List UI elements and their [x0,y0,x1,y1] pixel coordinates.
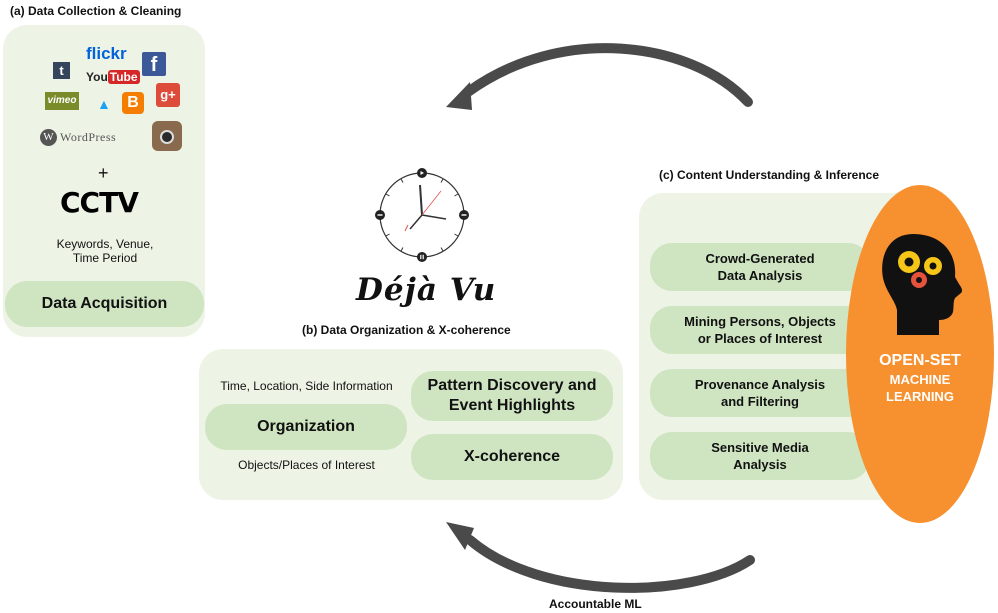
item3-line1: Provenance Analysis [694,377,826,392]
crowd-generated-button[interactable]: Crowd-Generated Data Analysis [650,243,870,291]
tumblr-logo: t [53,62,70,79]
openset-line3: LEARNING [886,389,954,404]
pattern-line2: Event Highlights [448,397,576,414]
openset-line2: MACHINE [889,372,951,387]
clock-icon [375,168,469,262]
item3-line2: and Filtering [721,394,799,409]
sensitive-media-button[interactable]: Sensitive Media Analysis [650,432,870,480]
item1-line2: Data Analysis [717,268,803,283]
panel-c-caption: (c) Content Understanding & Inference [659,168,880,182]
pattern-line1: Pattern Discovery and [427,377,597,394]
plus-sign: + [98,163,109,183]
mining-persons-button[interactable]: Mining Persons, Objects or Places of Int… [650,306,870,354]
cctv-logo: CCTV [60,186,139,219]
googleplus-logo: g+ [156,83,180,107]
keywords-line2: Time Period [72,251,138,265]
x-coherence-button[interactable]: X-coherence [411,434,613,480]
time-location-text: Time, Location, Side Information [220,379,393,393]
item4-line2: Analysis [733,457,787,472]
item2-line2: or Places of Interest [697,331,823,346]
item2-line1: Mining Persons, Objects [684,314,836,329]
deja-vu-title: Déjà Vu [356,272,497,308]
blogger-logo: B [122,92,144,114]
bottom-arrow-head [446,522,474,550]
data-acquisition-button[interactable]: Data Acquisition [5,281,204,327]
head-gears-icon [882,234,963,335]
objects-places-text: Objects/Places of Interest [238,458,375,472]
wordpress-text: WordPress [60,130,117,144]
instagram-lens [160,130,174,144]
twitter-icon: ▲ [97,96,111,112]
bottom-arc-arrow [465,535,755,593]
provenance-analysis-button[interactable]: Provenance Analysis and Filtering [650,369,870,417]
keywords-line1: Keywords, Venue, [56,237,154,251]
openset-line1: OPEN-SET [879,352,961,369]
vimeo-logo: vimeo [45,92,79,110]
wordpress-logo: W WordPress [40,129,116,146]
item1-line1: Crowd-Generated [705,251,815,266]
youtube-you: You [86,70,108,84]
facebook-logo: f [142,52,166,76]
wordpress-icon: W [40,129,57,146]
organization-button[interactable]: Organization [205,404,407,450]
youtube-tube: Tube [107,70,140,84]
item4-line1: Sensitive Media [711,440,809,455]
accountable-ml-label: Accountable ML [549,597,642,611]
top-arc-arrow [463,43,753,107]
panel-b-caption: (b) Data Organization & X-coherence [302,323,511,337]
panel-a-caption: (a) Data Collection & Cleaning [10,4,182,18]
top-arrow-head [446,82,472,110]
flickr-logo: flickr [86,44,127,63]
pattern-discovery-button[interactable]: Pattern Discovery and Event Highlights [411,371,613,421]
instagram-icon [152,121,182,151]
